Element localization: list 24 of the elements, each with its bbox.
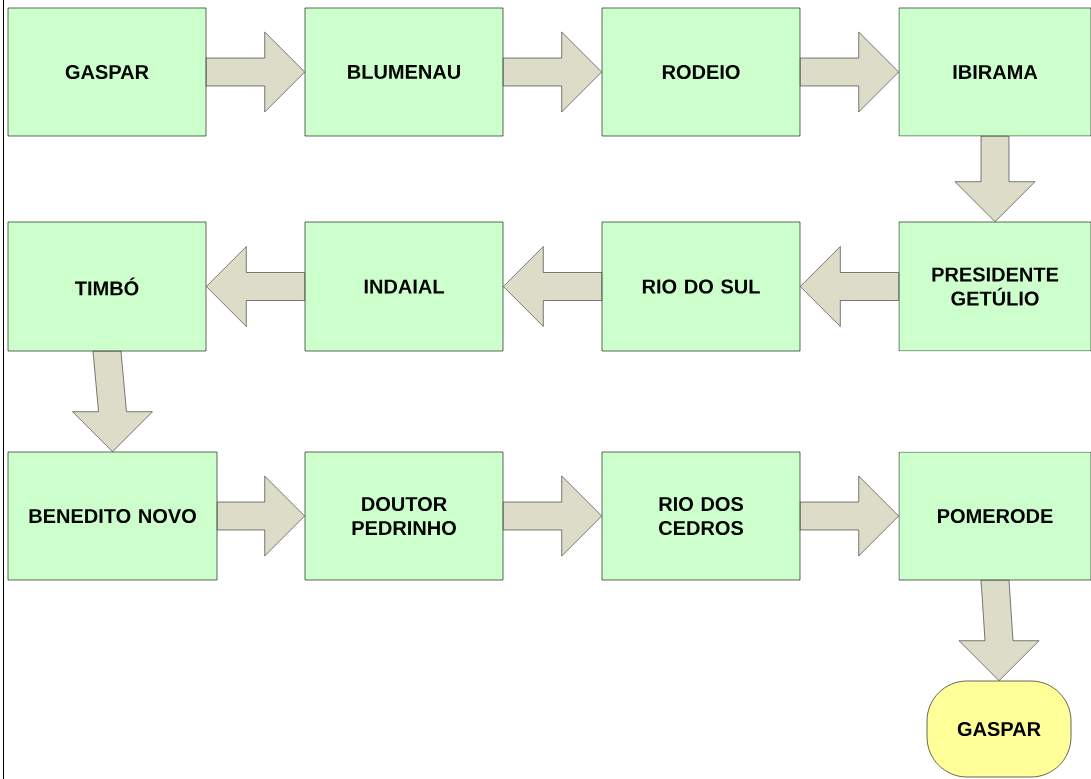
process-box: BENEDITO NOVO <box>7 451 218 581</box>
block-arrow <box>503 246 602 327</box>
block-arrow <box>800 246 899 327</box>
process-box: INDAIAL <box>304 221 504 352</box>
process-box: BLUMENAU <box>304 7 504 137</box>
block-arrow <box>217 475 305 557</box>
process-box: RIO DOS CEDROS <box>601 451 801 581</box>
process-box: DOUTOR PEDRINHO <box>304 451 504 581</box>
process-box: PRESIDENTE GETÚLIO <box>898 221 1091 352</box>
block-arrow <box>503 31 602 113</box>
process-box: RIO DO SUL <box>601 221 801 352</box>
block-arrow <box>206 31 305 113</box>
process-box: POMERODE <box>898 451 1091 581</box>
block-arrow <box>958 580 1040 681</box>
process-box: GASPAR <box>7 7 207 137</box>
process-box: TIMBÓ <box>7 221 207 352</box>
block-arrow <box>206 246 305 327</box>
block-arrow <box>503 475 602 557</box>
process-box: RODEIO <box>601 7 801 137</box>
block-arrow <box>954 136 1036 222</box>
process-box: IBIRAMA <box>898 7 1091 137</box>
block-arrow <box>800 31 899 113</box>
block-arrow <box>800 475 899 557</box>
block-arrow <box>72 351 153 452</box>
